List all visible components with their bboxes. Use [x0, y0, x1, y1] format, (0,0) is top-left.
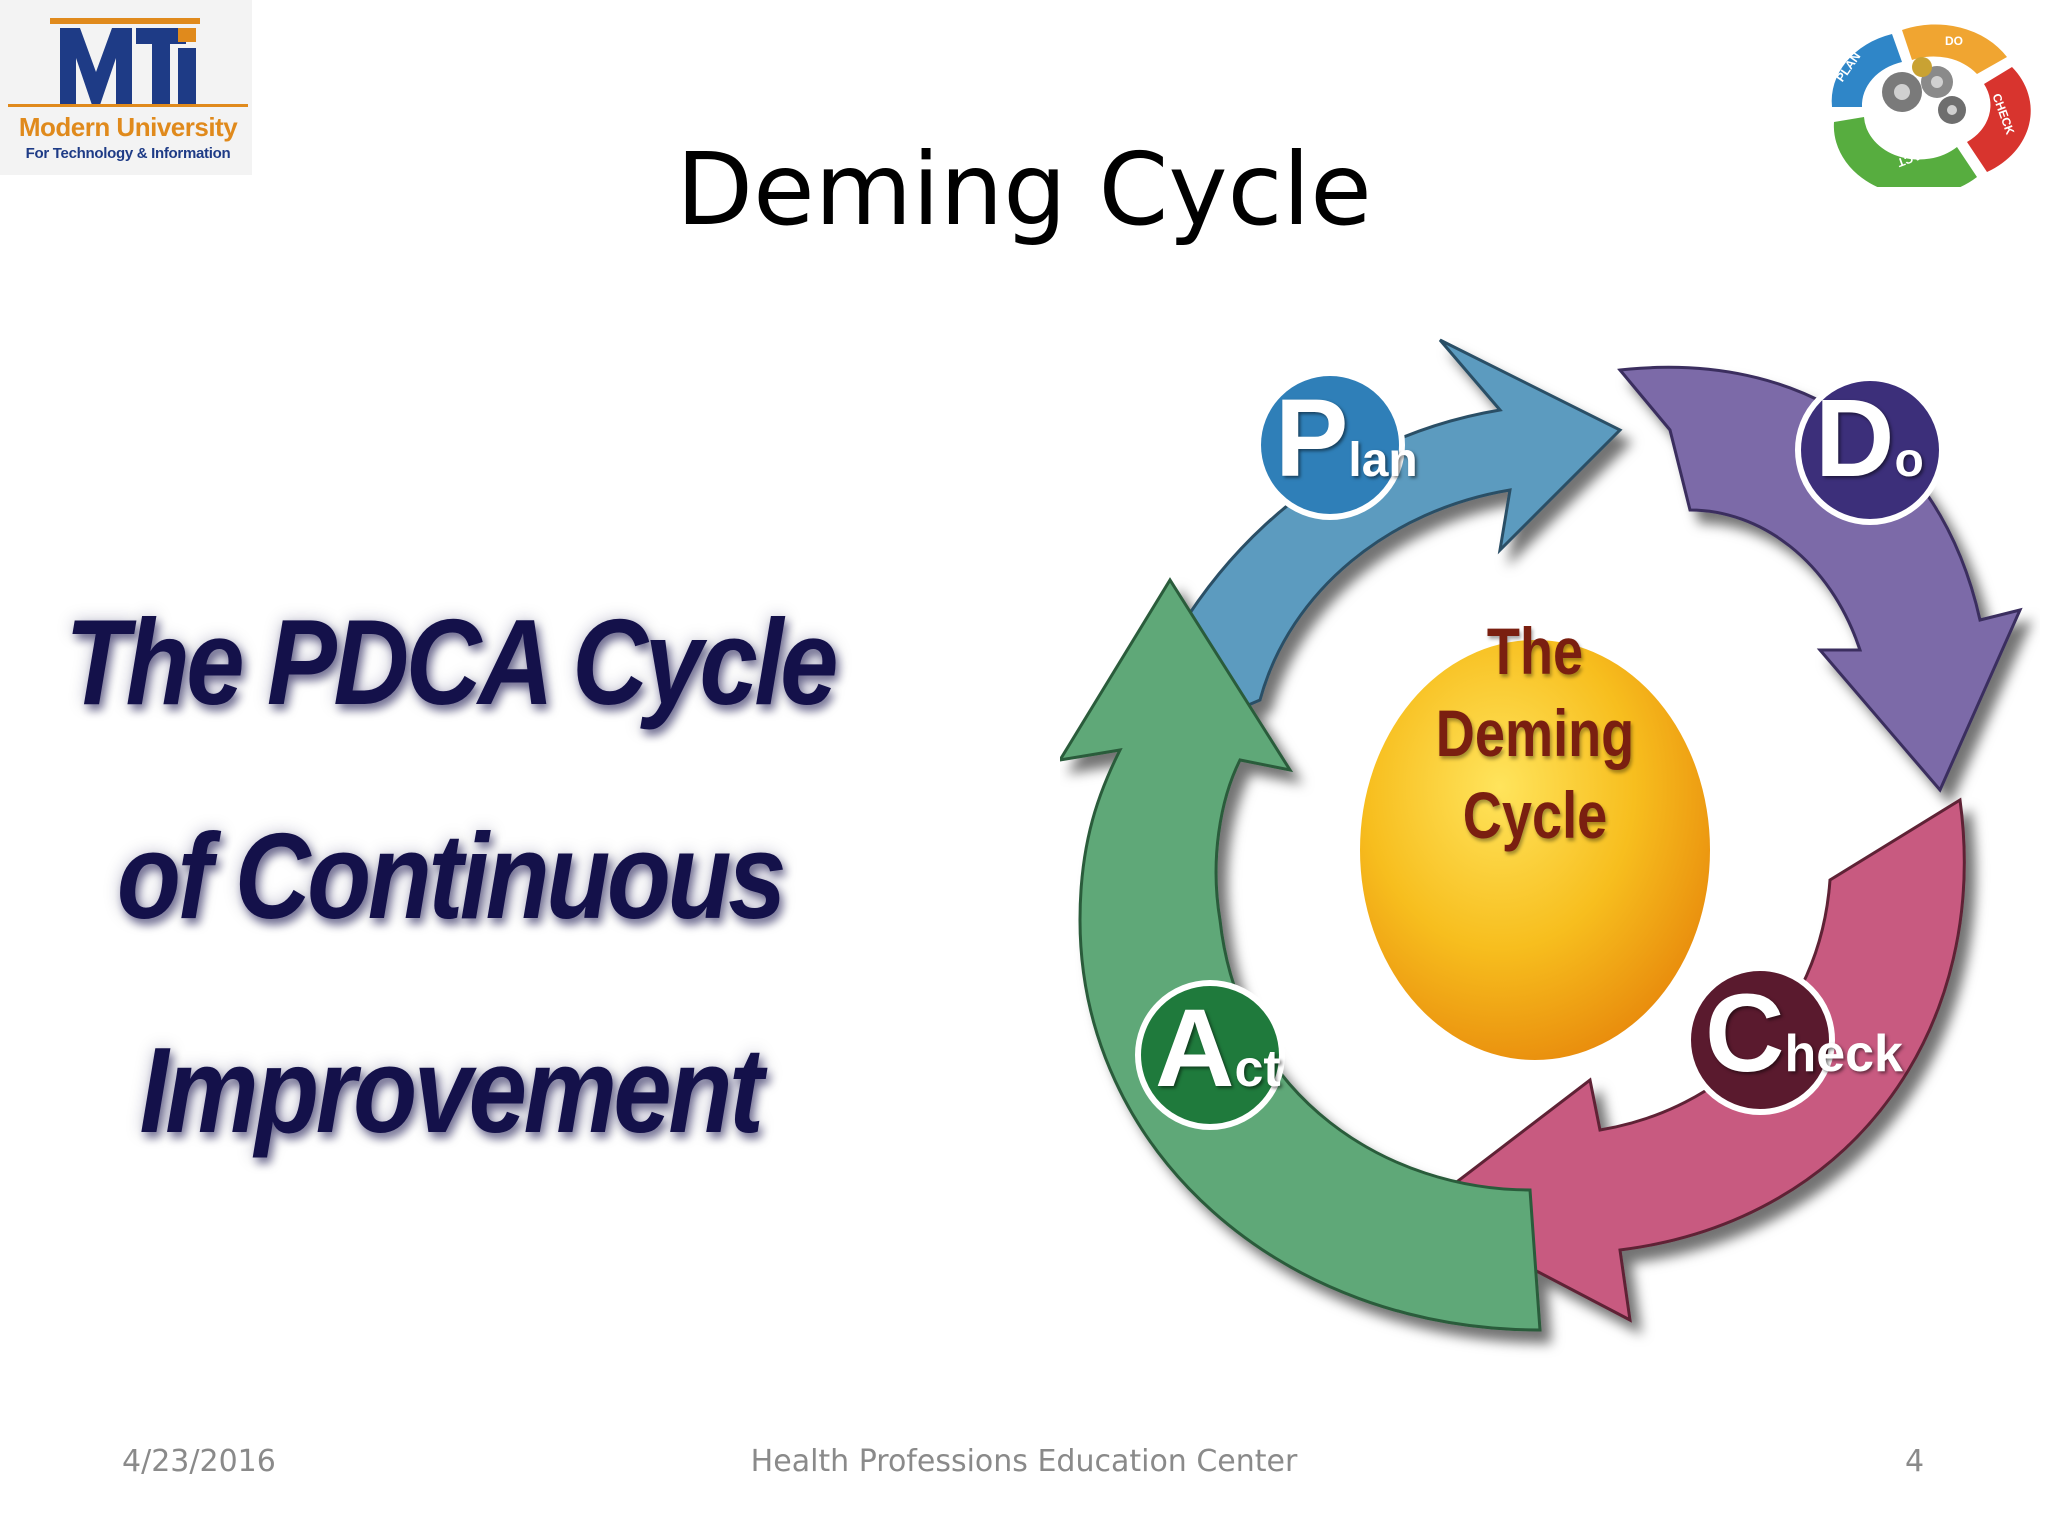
plan-label: Plan: [1275, 375, 1418, 502]
act-label: Act: [1155, 985, 1281, 1112]
pdca-heading-line2: of Continuous: [116, 808, 787, 944]
pdca-heading-line3: Improvement: [139, 1022, 763, 1158]
act-label-small: ct: [1234, 1040, 1281, 1098]
logo-subtitle: For Technology & Information: [25, 145, 231, 162]
do-label-big: D: [1815, 377, 1895, 500]
deming-cycle-diagram: The Deming Cycle Plan Do Check Act: [1057, 320, 2040, 1420]
slide-title: Deming Cycle: [676, 131, 1372, 248]
do-segment: [1617, 365, 2023, 793]
pdca-heading: The PDCA Cycle of Continuous Improvement: [0, 555, 900, 1197]
corner-label-do: DO: [1945, 34, 1963, 48]
university-logo: Modern University For Technology & Infor…: [0, 0, 252, 175]
center-label: The Deming Cycle: [1392, 610, 1679, 856]
pdca-heading-line1: The PDCA Cycle: [64, 594, 838, 730]
footer-date: 4/23/2016: [122, 1444, 276, 1479]
logo-university-name: Modern University: [18, 112, 238, 142]
page-number: 4: [1905, 1444, 1925, 1479]
footer-center-text: Health Professions Education Center: [750, 1444, 1298, 1479]
check-label-small: heck: [1784, 1025, 1903, 1083]
plan-segment: [1117, 338, 1623, 763]
plan-label-small: lan: [1348, 434, 1418, 487]
check-label-big: C: [1705, 972, 1785, 1095]
plan-label-big: P: [1275, 377, 1349, 500]
act-label-big: A: [1155, 987, 1235, 1110]
check-label: Check: [1705, 970, 1903, 1097]
center-label-line3: Cycle: [1462, 778, 1608, 852]
do-label: Do: [1815, 375, 1924, 502]
pdca-corner-icon: PLAN DO CHECK ACT: [1802, 12, 2042, 196]
do-label-small: o: [1894, 434, 1924, 487]
center-label-line1: The: [1486, 614, 1584, 688]
center-ball: [1360, 640, 1710, 1060]
act-segment: [1057, 577, 1542, 1332]
center-label-line2: Deming: [1435, 696, 1635, 770]
